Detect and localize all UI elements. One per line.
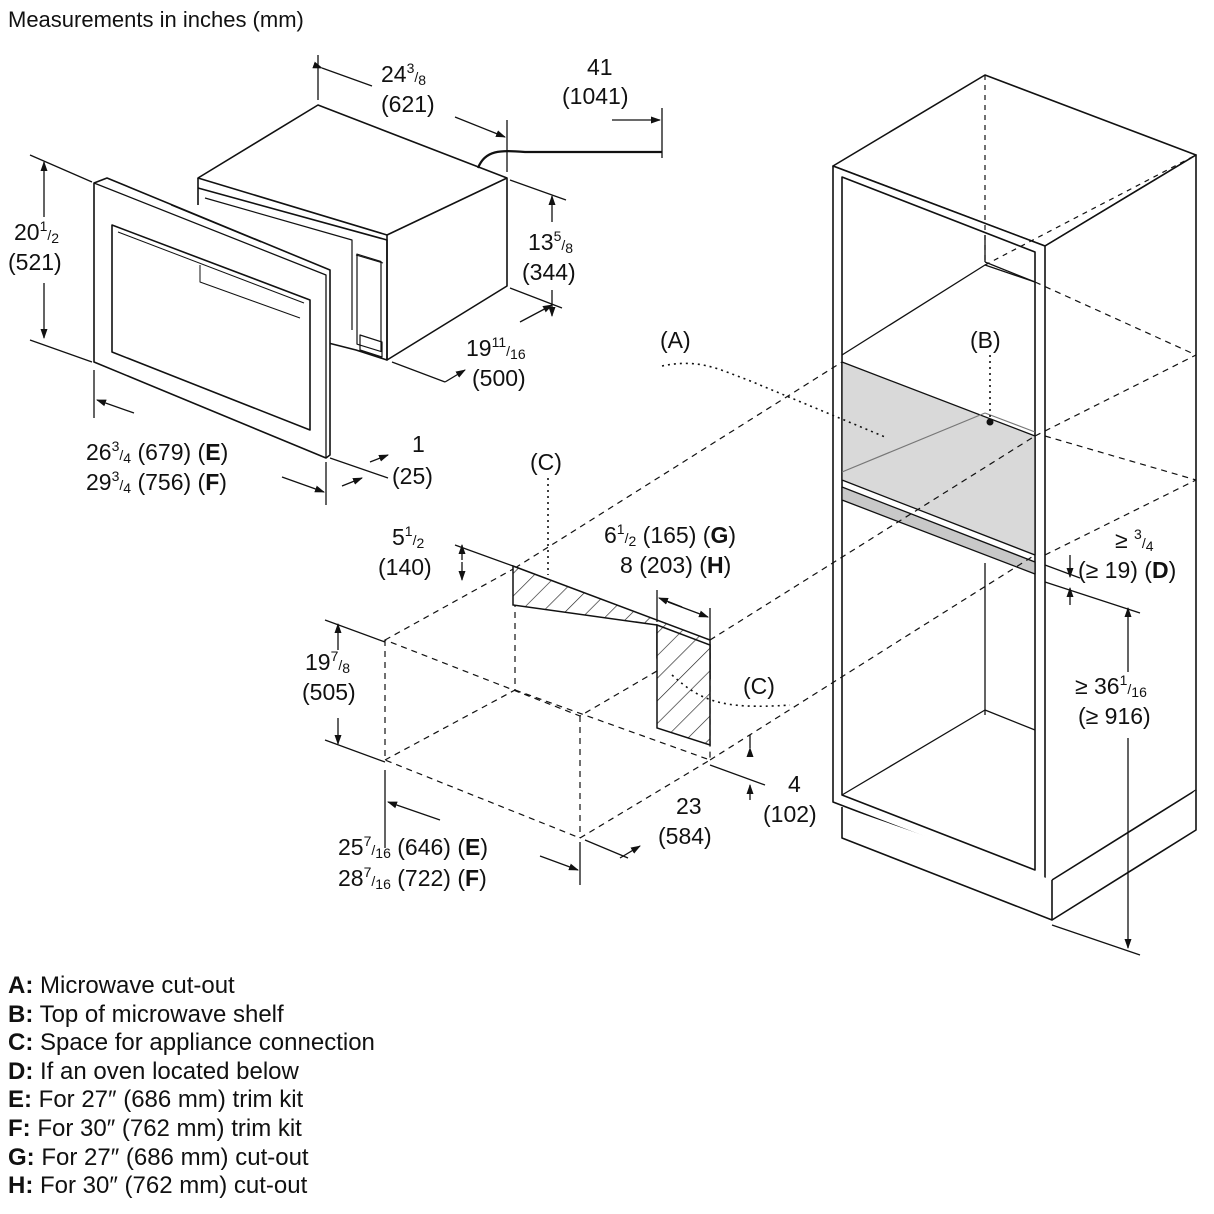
svg-text:(621): (621) <box>381 91 435 117</box>
svg-text:4: 4 <box>788 771 801 797</box>
cutout-dimension-lines <box>324 544 1141 956</box>
legend-item-h: H: For 30″ (762 mm) cut-out <box>8 1172 308 1200</box>
svg-text:(505): (505) <box>302 679 356 705</box>
svg-text:287/16 (722) (F): 287/16 (722) (F) <box>338 864 487 892</box>
legend-item-e: E: For 27″ (686 mm) trim kit <box>8 1086 304 1114</box>
svg-text:(A): (A) <box>660 327 691 353</box>
svg-text:263/4 (679) (E): 263/4 (679) (E) <box>86 438 228 466</box>
svg-text:293/4 (756) (F): 293/4 (756) (F) <box>86 468 227 496</box>
svg-text:(C): (C) <box>530 449 562 475</box>
svg-text:257/16 (646) (E): 257/16 (646) (E) <box>338 833 488 861</box>
svg-text:(≥ 19) (D): (≥ 19) (D) <box>1078 557 1176 583</box>
connection-space-side <box>656 623 711 747</box>
svg-text:(25): (25) <box>392 463 433 489</box>
svg-text:≥ 361/16: ≥ 361/16 <box>1075 672 1147 700</box>
svg-text:(140): (140) <box>378 554 432 580</box>
svg-text:8 (203) (H): 8 (203) (H) <box>620 552 731 578</box>
legend-item-a: A: Microwave cut-out <box>8 972 235 999</box>
svg-text:61/2 (165) (G): 61/2 (165) (G) <box>604 521 736 549</box>
svg-text:1: 1 <box>412 431 425 457</box>
legend-item-g: G: For 27″ (686 mm) cut-out <box>8 1143 309 1171</box>
svg-text:51/2: 51/2 <box>392 523 424 551</box>
svg-text:243/8: 243/8 <box>381 60 426 88</box>
dimension-labels: 243/8 (621) 41 (1041) 201/2 (521) 135/8 … <box>8 54 1176 892</box>
microwave-drawing <box>93 104 662 459</box>
svg-text:(584): (584) <box>658 823 712 849</box>
svg-text:23: 23 <box>676 793 702 819</box>
microwave-dimension-lines <box>29 55 663 505</box>
legend-item-c: C: Space for appliance connection <box>8 1029 375 1057</box>
svg-text:(521): (521) <box>8 249 62 275</box>
svg-text:≥ 3/4: ≥ 3/4 <box>1115 526 1154 554</box>
svg-text:(1041): (1041) <box>562 83 628 109</box>
callout-leaders <box>547 355 991 708</box>
legend-item-f: F: For 30″ (762 mm) trim kit <box>8 1114 302 1142</box>
svg-text:(B): (B) <box>970 327 1001 353</box>
legend: A: Microwave cut-out B: Top of microwave… <box>8 972 375 1201</box>
svg-text:135/8: 135/8 <box>528 228 573 256</box>
svg-text:(500): (500) <box>472 365 526 391</box>
svg-text:(102): (102) <box>763 801 817 827</box>
legend-item-d: D: If an oven located below <box>8 1057 299 1085</box>
svg-text:(C): (C) <box>743 673 775 699</box>
svg-text:(≥ 916): (≥ 916) <box>1078 703 1151 729</box>
svg-text:197/8: 197/8 <box>305 648 350 676</box>
svg-text:(344): (344) <box>522 259 576 285</box>
svg-text:1911/16: 1911/16 <box>466 334 526 362</box>
svg-text:201/2: 201/2 <box>14 218 59 246</box>
svg-text:41: 41 <box>587 54 613 80</box>
legend-item-b: B: Top of microwave shelf <box>8 1000 284 1028</box>
cutout-box-drawing <box>383 75 1197 839</box>
diagram-title: Measurements in inches (mm) <box>8 7 304 32</box>
shelf-top-marker <box>986 418 994 426</box>
cabinet-drawing <box>832 74 1197 921</box>
